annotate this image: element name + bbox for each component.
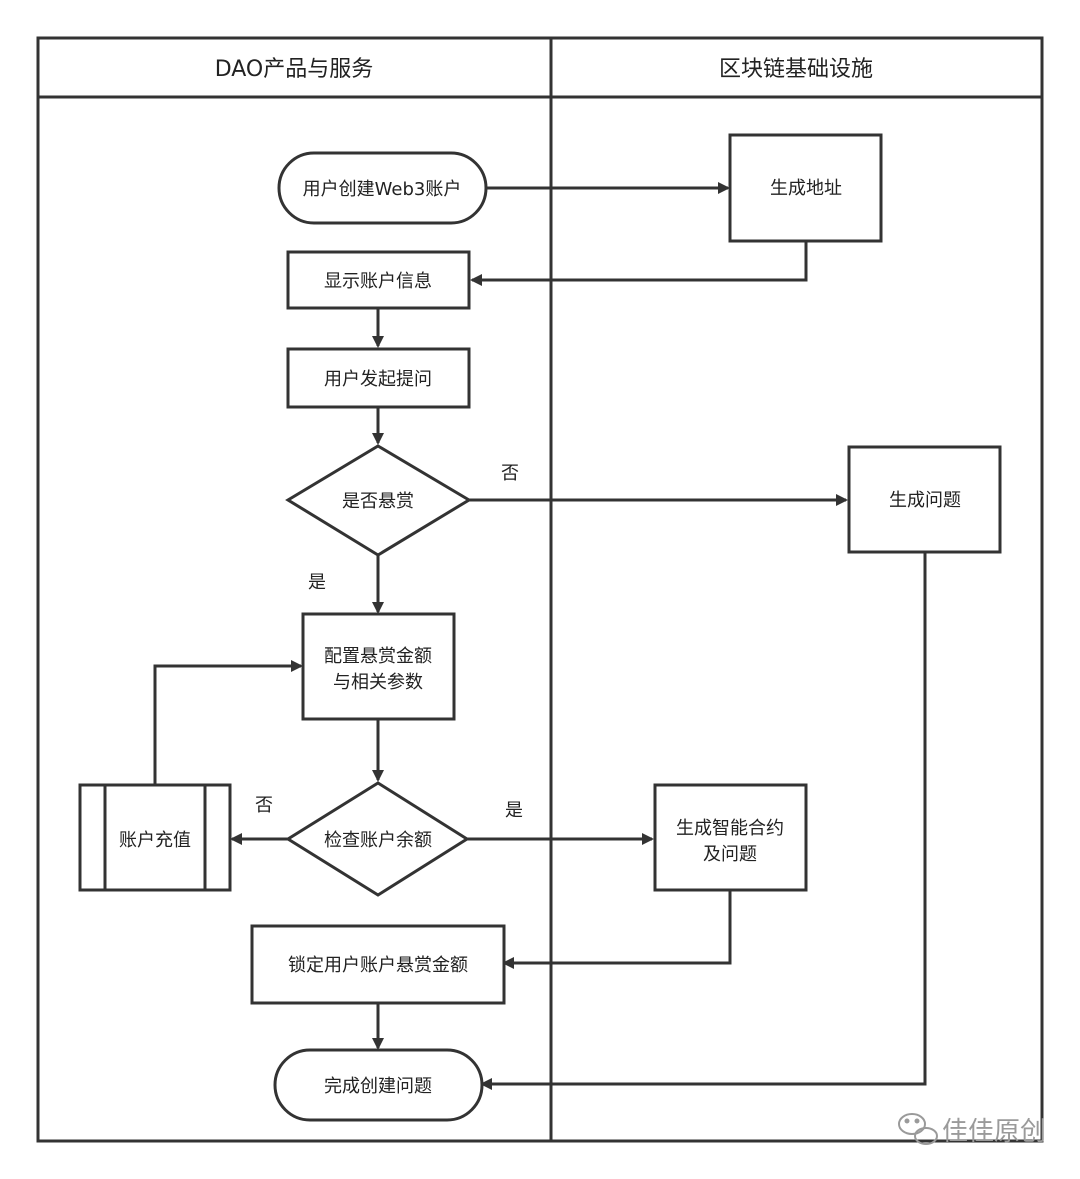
- node-create-account-label: 用户创建Web3账户: [303, 179, 462, 200]
- node-check-balance-label: 检查账户余额: [324, 830, 432, 851]
- node-generate-contract-label-1: 生成智能合约: [676, 818, 784, 839]
- swimlane-frame: [36, 36, 1044, 1143]
- node-config-bounty-label-2: 与相关参数: [333, 672, 423, 693]
- node-recharge-label: 账户充值: [119, 830, 191, 851]
- node-show-account-info-label: 显示账户信息: [324, 271, 432, 292]
- node-show-account-info: 显示账户信息: [286, 250, 471, 310]
- node-finish-label: 完成创建问题: [324, 1076, 432, 1097]
- edge-contract-to-lock: [502, 890, 732, 969]
- node-user-ask-question: 用户发起提问: [286, 347, 471, 409]
- edge-label-bounty-yes: 是: [308, 572, 326, 593]
- edge-recharge-to-config: [153, 660, 303, 785]
- node-generate-address-label: 生成地址: [770, 178, 842, 199]
- wechat-icon: [898, 1113, 938, 1145]
- node-is-bounty-label: 是否悬赏: [342, 491, 414, 512]
- node-generate-address: 生成地址: [728, 133, 883, 243]
- node-generate-contract-label-2: 及问题: [703, 844, 757, 865]
- lane-title-blockchain: 区块链基础设施: [719, 57, 873, 82]
- node-user-ask-question-label: 用户发起提问: [324, 369, 432, 390]
- node-generate-question: 生成问题: [847, 445, 1002, 554]
- watermark: 佳佳原创: [898, 1113, 1046, 1147]
- watermark-text: 佳佳原创: [942, 1117, 1046, 1147]
- node-config-bounty-label-1: 配置悬赏金额: [324, 646, 432, 667]
- edge-address-to-info: [470, 241, 808, 286]
- edges: [153, 182, 927, 1090]
- node-check-balance: 检查账户余额: [285, 781, 470, 897]
- edge-question-to-finish: [480, 552, 927, 1090]
- node-finish: 完成创建问题: [273, 1048, 484, 1122]
- lane-title-dao: DAO产品与服务: [215, 57, 374, 82]
- node-generate-contract: 生成智能合约 及问题: [653, 783, 808, 892]
- node-lock-bounty: 锁定用户账户悬赏金额: [250, 924, 506, 1005]
- node-is-bounty: 是否悬赏: [285, 444, 472, 557]
- node-config-bounty: 配置悬赏金额 与相关参数: [301, 612, 456, 721]
- node-lock-bounty-label: 锁定用户账户悬赏金额: [288, 955, 468, 976]
- node-create-account: 用户创建Web3账户: [277, 151, 488, 225]
- edge-label-balance-yes: 是: [505, 800, 523, 821]
- edge-label-bounty-no: 否: [501, 463, 519, 484]
- node-recharge: 账户充值: [78, 783, 232, 892]
- edge-label-balance-no: 否: [255, 795, 273, 816]
- node-generate-question-label: 生成问题: [889, 490, 961, 511]
